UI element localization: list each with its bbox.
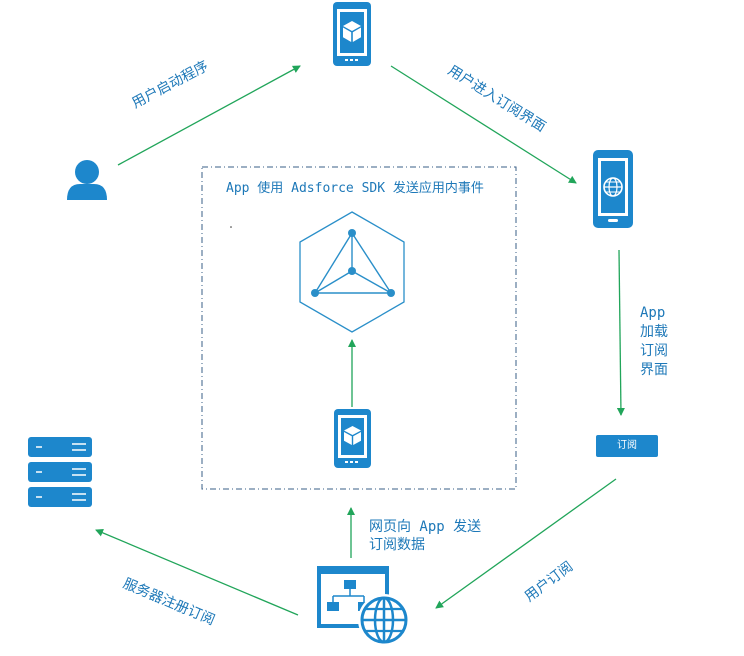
phone-cube-icon [333,2,371,66]
subscribe-button[interactable]: 订阅 [596,435,658,457]
webpage-globe-icon [317,566,410,646]
label-app-load-line-1: App [640,305,666,321]
label-web-to-app-line-2: 订阅数据 [369,537,425,553]
phone-globe-icon [593,150,633,228]
sdk-box [201,166,517,490]
label-app-load-subscribe: App 加载 订阅 界面 [640,304,680,380]
phone-center-cube-icon [334,409,371,468]
arrow-user-to-phone [117,65,301,166]
user-icon [67,160,107,200]
sdk-box-title: App 使用 Adsforce SDK 发送应用内事件 [226,181,484,196]
label-app-load-line-3: 订阅 [640,343,668,359]
label-app-load-line-2: 加载 [640,324,668,340]
label-app-load-line-4: 界面 [640,362,668,378]
arrow-button-to-web [435,478,617,609]
arrow-screen-to-button [616,249,625,416]
arrow-web-to-server [95,529,299,616]
label-web-to-app-line-1: 网页向 App 发送 [369,519,482,535]
server-icon [28,437,92,507]
hexagon-network-icon [299,211,405,333]
label-web-to-app: 网页向 App 发送 订阅数据 [369,518,481,554]
arrow-phone-to-subscribe-screen [390,65,577,184]
